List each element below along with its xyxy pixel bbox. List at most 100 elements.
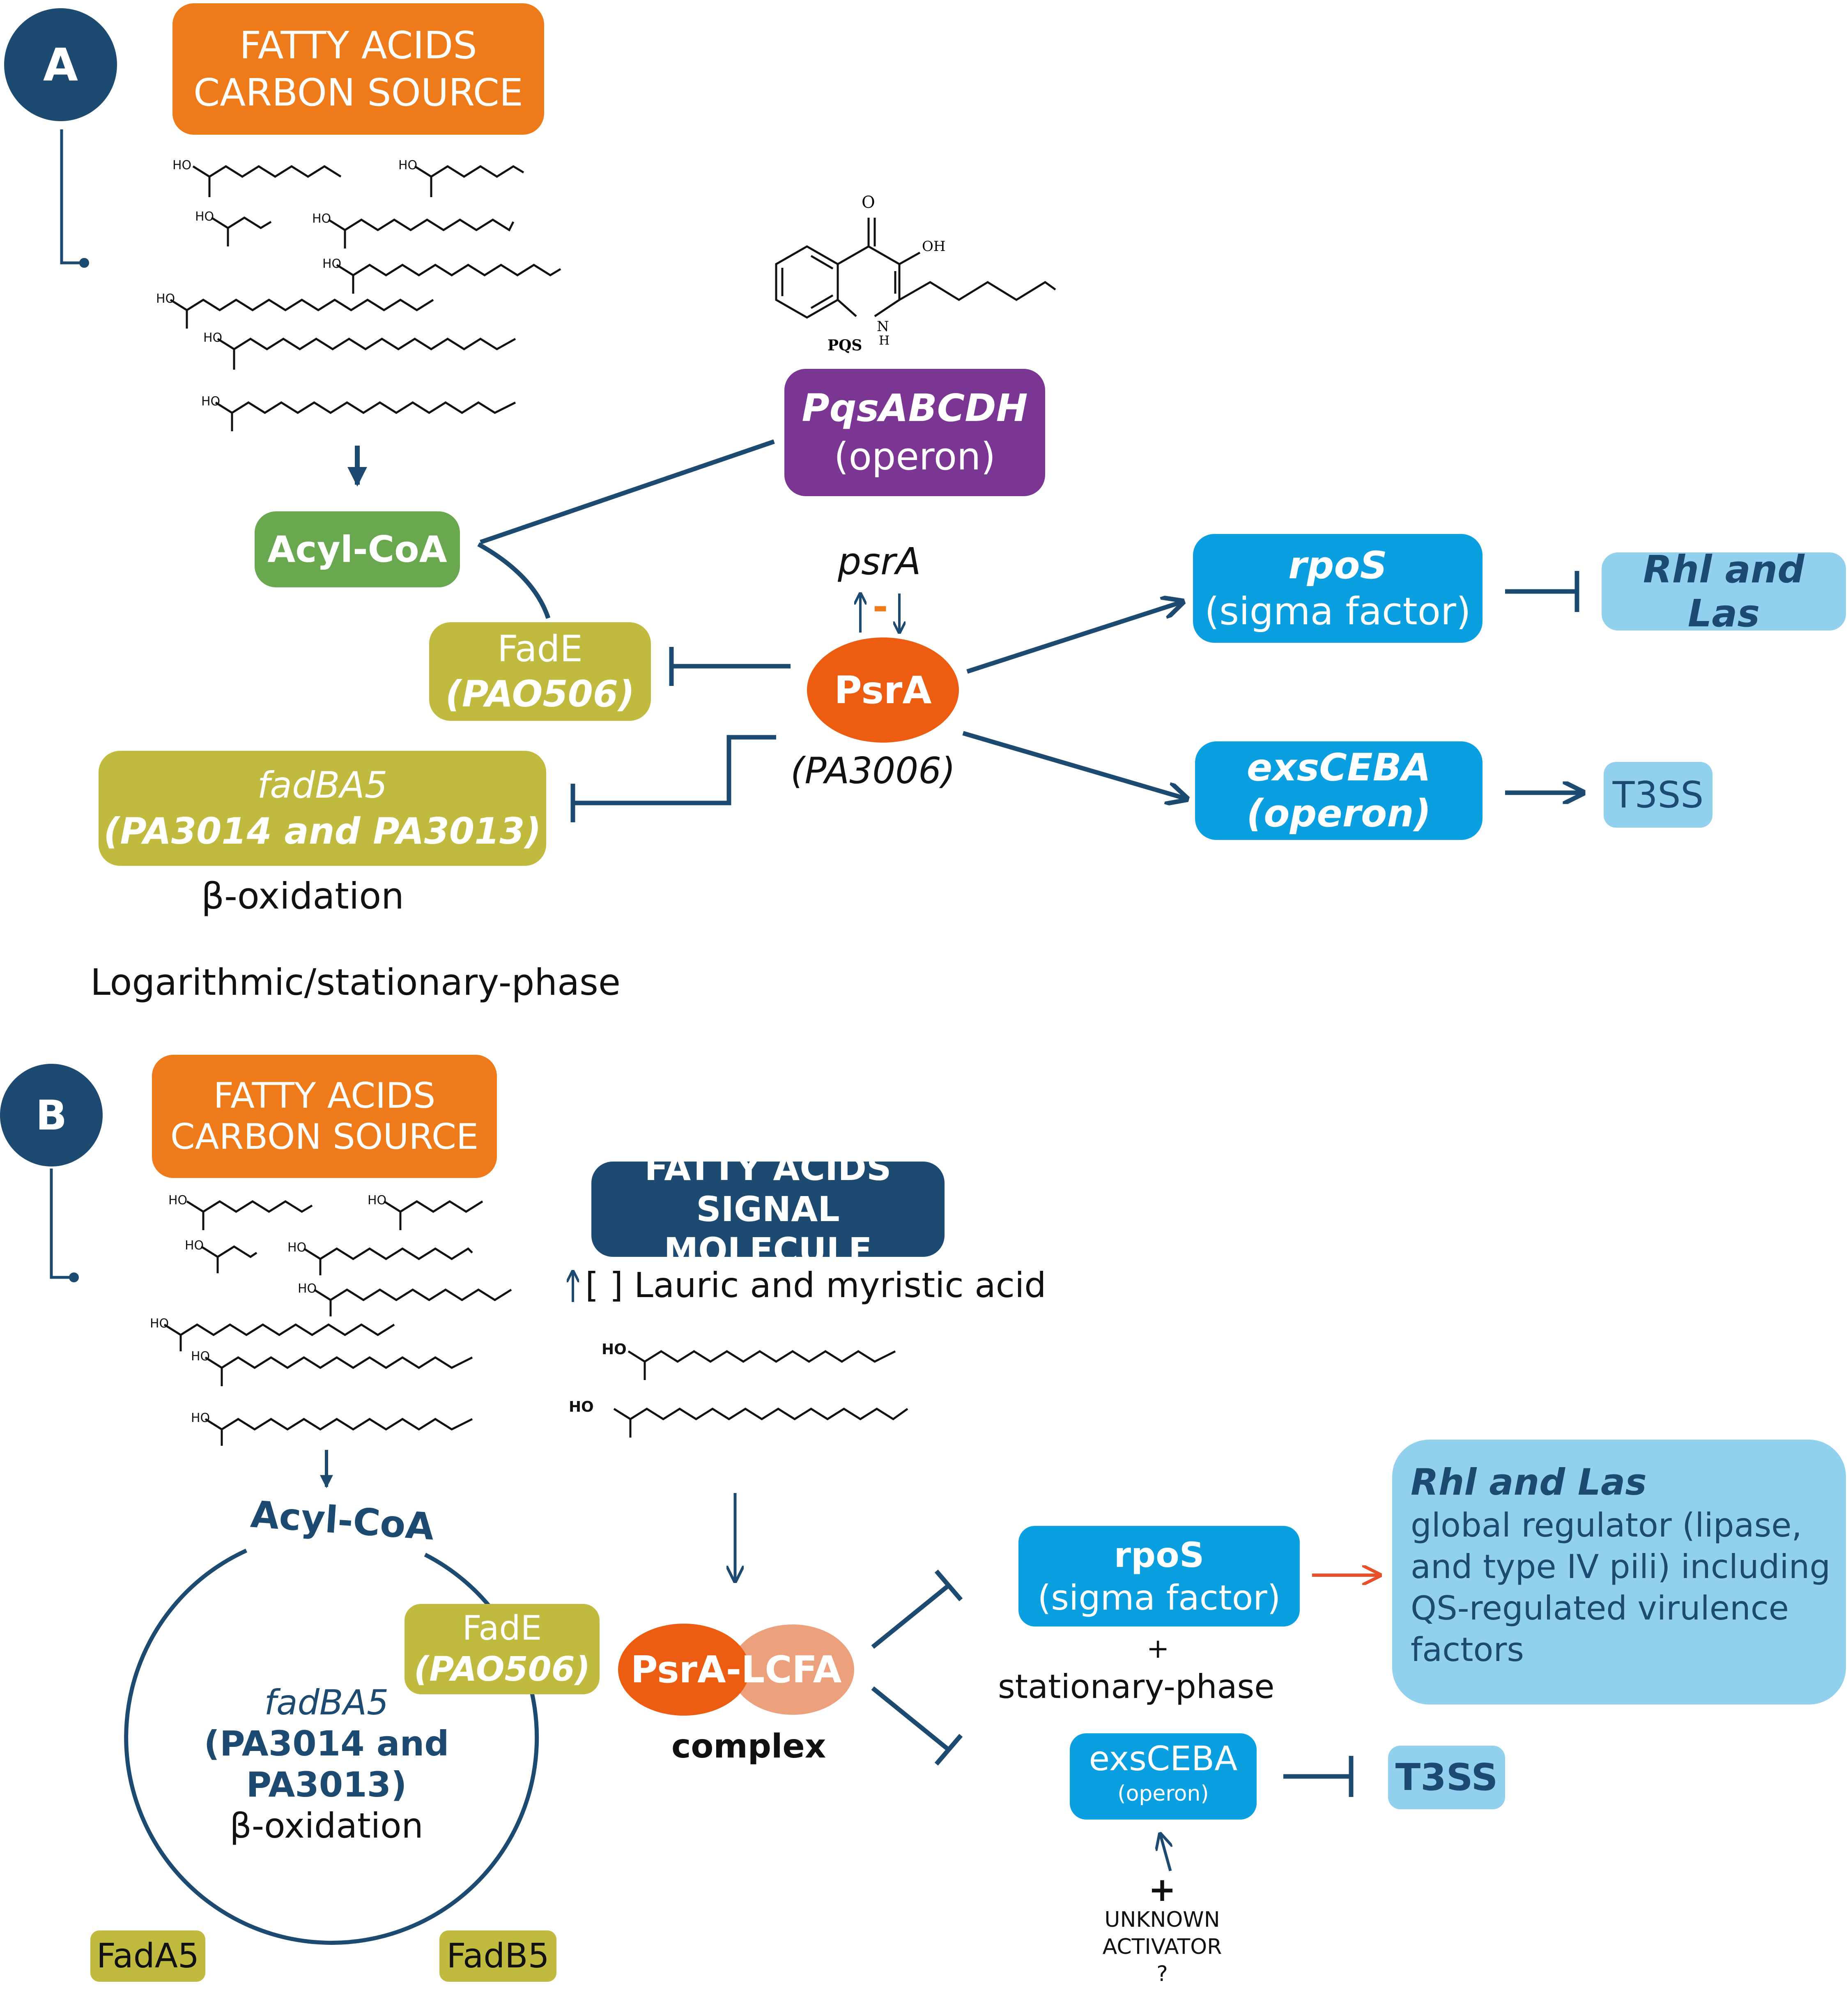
fatty-acids-carbon-source-a: FATTY ACIDS CARBON SOURCE	[172, 3, 544, 135]
rpos-type-a: (sigma factor)	[1204, 589, 1471, 633]
exsceba-type-b: (operon)	[1117, 1781, 1209, 1806]
pqs-text: PQS	[827, 337, 862, 354]
svg-text:HO: HO	[312, 212, 331, 226]
psra-gene-label: psrA	[838, 540, 921, 583]
fadba5-cycle-label-b: fadBA5 (PA3014 and PA3013) β-oxidation	[123, 1682, 530, 1846]
rpos-box-a: rpoS (sigma factor)	[1193, 534, 1483, 643]
fatty-acids-carbon-source-b: FATTY ACIDS CARBON SOURCE	[152, 1055, 497, 1178]
plus-sign-stationary: +	[1147, 1633, 1169, 1664]
inhibit-complex-to-rpos	[871, 1583, 950, 1649]
svg-text:HO: HO	[168, 1193, 187, 1208]
pqs-h-label: H	[879, 334, 890, 348]
lcfa-ellipse	[731, 1624, 854, 1715]
fatty-acids-line1-a: FATTY ACIDS	[239, 23, 477, 67]
svg-text:HO: HO	[185, 1238, 204, 1253]
line-fade-to-acyl-coa	[477, 542, 551, 619]
svg-text:HO: HO	[191, 1349, 210, 1364]
pqs-oh-label: OH	[922, 238, 946, 255]
plus-text-stationary: +	[1147, 1633, 1170, 1664]
psra-minus-sign: -	[873, 585, 888, 628]
fadba5-name-a: fadBA5	[257, 764, 388, 806]
acyl-coa-box-a: Acyl-CoA	[255, 511, 460, 587]
activator-question: ?	[1156, 1962, 1168, 1986]
rhl-las-line-1: global regulator (lipase,	[1411, 1506, 1802, 1544]
psra-complex-ellipse	[618, 1624, 749, 1716]
exsceba-name-a: exsCEBA	[1246, 745, 1431, 789]
psra-locus-text: (PA3006)	[791, 750, 956, 792]
pqs-label: PQS	[827, 337, 862, 354]
rhl-las-line-4: factors	[1411, 1631, 1524, 1669]
fatty-acids-line2-a: CARBON SOURCE	[193, 71, 523, 115]
fade-locus-a: (PAO506)	[445, 673, 635, 715]
pqs-h-text: H	[879, 334, 890, 348]
fadba5-loci-b: (PA3014 and PA3013)	[204, 1723, 449, 1805]
fadba5-loci-a: (PA3014 and PA3013)	[103, 810, 541, 852]
psra-protein-text: PsrA	[834, 668, 932, 712]
svg-text:HO: HO	[368, 1193, 386, 1208]
rhl-las-box-a: Rhl and Las	[1602, 548, 1846, 635]
pqs-operon-box: PqsABCDH (operon)	[784, 369, 1045, 496]
rhl-las-text-a: Rhl and Las	[1643, 548, 1805, 635]
svg-text:HO: HO	[203, 331, 222, 345]
fatty-acids-line2-b: CARBON SOURCE	[170, 1116, 479, 1157]
panel-a-connectors	[60, 129, 1583, 822]
minus-text: -	[873, 585, 888, 628]
psra-gene-text: psrA	[838, 540, 921, 583]
panel-b-badge: B	[0, 1064, 103, 1166]
badge-a-leader	[60, 129, 84, 265]
pqs-operon-type: (operon)	[834, 435, 996, 479]
fade-name-a: FadE	[497, 628, 583, 670]
pqs-o-text: O	[862, 193, 875, 212]
svg-text:HO: HO	[322, 257, 341, 271]
t3ss-text-a: T3SS	[1612, 773, 1704, 816]
pqs-oh-text: OH	[922, 238, 946, 255]
rpos-name-b: rpoS	[1114, 1534, 1204, 1575]
exsceba-box-a: exsCEBA (operon)	[1195, 741, 1483, 840]
fadba5-name-b: fadBA5	[264, 1682, 389, 1723]
svg-text:HO: HO	[172, 158, 191, 173]
t3ss-text-b: T3SS	[1395, 1756, 1498, 1799]
rpos-type-b: (sigma factor)	[1037, 1577, 1281, 1618]
badge-a-leader-dot	[79, 258, 89, 268]
inhibit-complex-to-exsceba	[871, 1686, 950, 1752]
psra-ellipse	[807, 637, 959, 743]
psra-lcfa-text: PsrA-LCFA	[630, 1648, 842, 1691]
psra-protein-label: PsrA	[807, 637, 959, 743]
arrow-psra-to-exsceba-a	[962, 731, 1187, 799]
beta-oxidation-text-a: β-oxidation	[201, 875, 404, 917]
fada5-box: FadA5	[90, 1930, 205, 1982]
svg-text:HO: HO	[195, 209, 214, 224]
rhl-las-line-3: QS-regulated virulence	[1411, 1589, 1789, 1627]
beta-oxidation-label-a: β-oxidation	[201, 875, 404, 917]
pqs-structure	[775, 218, 1056, 319]
psra-locus-label: (PA3006)	[791, 750, 956, 792]
exsceba-name-b: exsCEBA	[1089, 1739, 1238, 1778]
panel-b-badge-text: B	[35, 1091, 67, 1139]
rpos-box-b: rpoS (sigma factor)	[1018, 1526, 1300, 1627]
badge-b-leader-dot	[69, 1272, 79, 1282]
inhibit-bar-rpos	[934, 1569, 963, 1601]
phase-text: Logarithmic/stationary-phase	[90, 961, 621, 1003]
svg-text:HO: HO	[602, 1341, 627, 1358]
activator-plus: +	[1148, 1870, 1176, 1909]
fade-box-a: FadE (PAO506)	[429, 622, 651, 721]
exsceba-type-a: (operon)	[1246, 791, 1431, 835]
fada5-text: FadA5	[96, 1937, 200, 1976]
fatty-acids-signal-line1: FATTY ACIDS	[644, 1148, 892, 1188]
inhibit-bar-exsceba	[934, 1734, 963, 1766]
fadb5-box: FadB5	[439, 1930, 556, 1982]
fade-box-b: FadE (PAO506)	[405, 1604, 600, 1694]
fade-name-b: FadE	[462, 1609, 542, 1648]
arrow-activator-to-exsceba	[1160, 1834, 1170, 1871]
pqs-n-label: N	[877, 318, 889, 335]
svg-text:HO: HO	[398, 158, 417, 173]
t3ss-box-b: T3SS	[1388, 1746, 1505, 1809]
lauric-myristic-text: [ ] Lauric and myristic acid	[585, 1265, 1046, 1305]
beta-oxidation-text-b: β-oxidation	[230, 1806, 423, 1846]
complex-label: complex	[671, 1727, 826, 1765]
pqs-n-text: N	[877, 318, 889, 335]
rhl-las-title-b: Rhl and Las	[1411, 1461, 1647, 1503]
badge-b-leader	[50, 1169, 74, 1279]
